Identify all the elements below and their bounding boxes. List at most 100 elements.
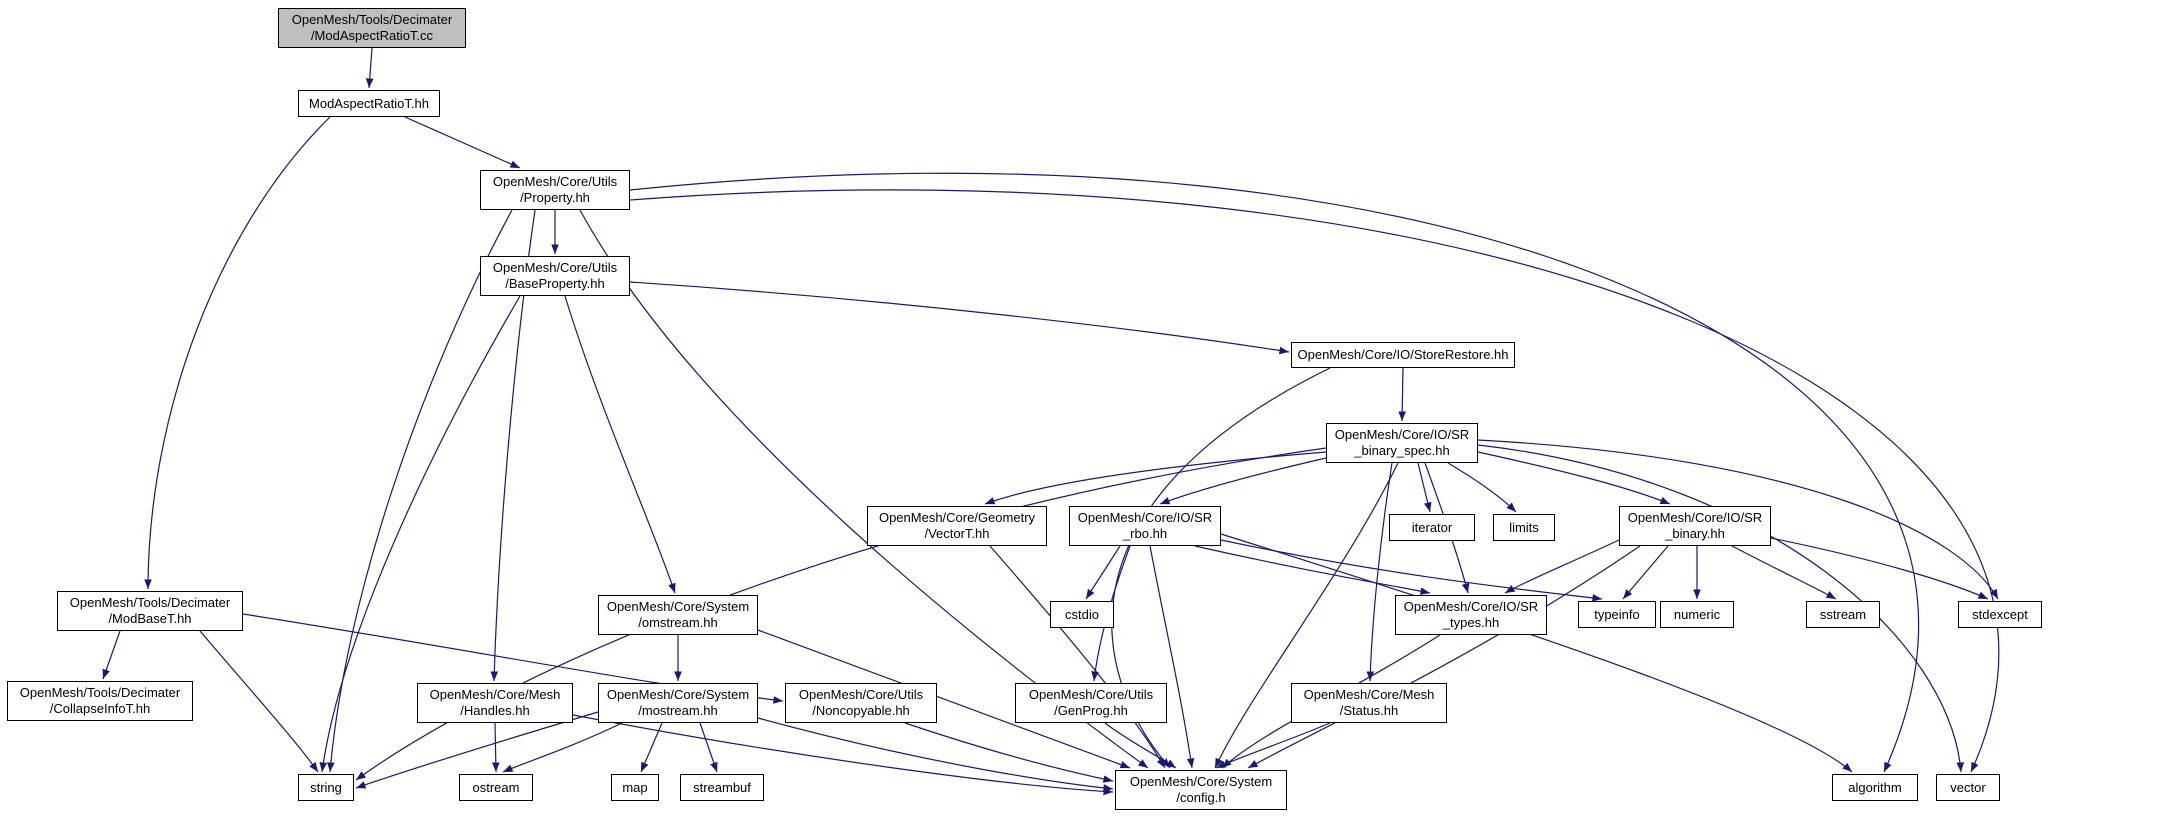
include-edge-spec-to-limits (1447, 462, 1517, 513)
graph-node-label: /omstream.hh (638, 615, 718, 630)
graph-node-label: OpenMesh/Core/IO/SR (1627, 510, 1763, 526)
graph-node-label: /Property.hh (520, 190, 590, 205)
graph-node-algorithm: algorithm (1832, 774, 1918, 801)
include-edge-modbaset-to-collapseinfo (102, 630, 121, 680)
graph-node-rbo[interactable]: OpenMesh/Core/IO/SR_rbo.hh (1069, 506, 1221, 546)
include-edge-mostream-to-ostream (502, 722, 623, 773)
graph-node-label: /Handles.hh (460, 703, 530, 718)
graph-node-vectort[interactable]: OpenMesh/Core/Geometry/VectorT.hh (867, 506, 1047, 546)
graph-node-label: OpenMesh/Tools/Decimater (19, 685, 181, 701)
graph-node-label: numeric (1673, 606, 1721, 622)
graph-node-limits: limits (1493, 514, 1555, 541)
include-edge-binary-to-stdexcept (1770, 537, 1989, 600)
graph-node-omstream[interactable]: OpenMesh/Core/System/omstream.hh (598, 595, 758, 635)
graph-node-label: /ModAspectRatioT.cc (310, 28, 434, 43)
graph-node-typeinfo: typeinfo (1578, 601, 1656, 628)
include-edge-property-to-algorithm (629, 172, 1919, 773)
graph-node-label: OpenMesh/Core/System (1129, 774, 1273, 790)
graph-node-label: stdexcept (1972, 606, 2028, 622)
graph-node-label: map (622, 779, 648, 795)
graph-node-label: /config.h (1176, 790, 1226, 805)
graph-node-label: string (310, 779, 342, 795)
include-edge-rbo-to-algorithm (1220, 533, 1853, 773)
graph-node-types[interactable]: OpenMesh/Core/IO/SR_types.hh (1395, 595, 1547, 635)
graph-node-label: OpenMesh/Core/Geometry (878, 510, 1036, 526)
graph-node-label: vector (1950, 779, 1986, 795)
include-edge-handles-to-ostream (491, 722, 500, 773)
include-edge-spec-to-stdexcept (1477, 439, 1999, 600)
graph-node-label: limits (1509, 519, 1539, 535)
include-edge-hh-to-modbaset (144, 116, 331, 590)
include-edge-baseproperty-to-storerestore (629, 281, 1290, 355)
graph-node-modbaset[interactable]: OpenMesh/Tools/Decimater/ModBaseT.hh (57, 591, 243, 631)
graph-node-label: OpenMesh/Tools/Decimater (69, 595, 231, 611)
graph-node-label: OpenMesh/Tools/Decimater (291, 12, 453, 28)
graph-node-label: /VectorT.hh (924, 526, 990, 541)
include-edge-spec-to-string (355, 447, 1327, 781)
include-edge-spec-to-vector (1477, 444, 1965, 773)
graph-node-label: OpenMesh/Core/IO/SR (1334, 427, 1470, 443)
include-edge-mostream-to-config (757, 717, 1114, 792)
graph-node-property[interactable]: OpenMesh/Core/Utils/Property.hh (480, 170, 630, 210)
include-edge-binary-to-sstream (1731, 545, 1837, 600)
include-edge-noncopyable-to-config (904, 722, 1114, 783)
graph-node-string: string (298, 774, 354, 801)
graph-node-vector: vector (1936, 774, 2000, 801)
graph-node-label: /GenProg.hh (1054, 703, 1128, 718)
include-edge-hh-to-property (404, 116, 521, 169)
graph-node-mostream[interactable]: OpenMesh/Core/System/mostream.hh (598, 683, 758, 723)
graph-node-label: OpenMesh/Core/Mesh (429, 687, 561, 703)
graph-node-label: OpenMesh/Core/Utils (492, 174, 618, 190)
graph-node-label: OpenMesh/Core/Utils (798, 687, 924, 703)
graph-node-sstream: sstream (1806, 601, 1880, 628)
graph-node-label: /Noncopyable.hh (812, 703, 910, 718)
graph-node-handles[interactable]: OpenMesh/Core/Mesh/Handles.hh (417, 683, 573, 723)
graph-node-label: typeinfo (1594, 606, 1640, 622)
graph-node-genprog[interactable]: OpenMesh/Core/Utils/GenProg.hh (1015, 683, 1167, 723)
include-edge-rbo-to-cstdio (1085, 545, 1121, 600)
graph-node-label: _types.hh (1442, 615, 1500, 630)
graph-node-map: map (611, 774, 659, 801)
include-edge-cc-to-hh (365, 47, 374, 89)
graph-node-label: OpenMesh/Core/IO/SR (1077, 510, 1213, 526)
graph-node-label: /Status.hh (1339, 703, 1399, 718)
graph-node-label: sstream (1819, 606, 1867, 622)
include-edge-baseproperty-to-string (319, 295, 521, 773)
graph-node-label: OpenMesh/Core/Mesh (1303, 687, 1435, 703)
graph-node-label: /ModBaseT.hh (108, 611, 192, 626)
graph-node-label: _binary.hh (1665, 526, 1725, 541)
graph-node-ostream: ostream (459, 774, 533, 801)
include-edge-binary-to-typeinfo (1622, 545, 1669, 600)
graph-node-collapseinfo[interactable]: OpenMesh/Tools/Decimater/CollapseInfoT.h… (7, 681, 193, 721)
graph-node-config[interactable]: OpenMesh/Core/System/config.h (1115, 770, 1287, 810)
graph-node-label: /mostream.hh (638, 703, 718, 718)
include-edge-spec-to-rbo (1159, 457, 1327, 505)
graph-node-status[interactable]: OpenMesh/Core/Mesh/Status.hh (1291, 683, 1447, 723)
graph-node-label: OpenMesh/Core/IO/SR (1403, 599, 1539, 615)
graph-node-baseproperty[interactable]: OpenMesh/Core/Utils/BaseProperty.hh (480, 256, 630, 296)
graph-node-label: OpenMesh/Core/Utils (1028, 687, 1154, 703)
graph-node-label: cstdio (1065, 606, 1099, 622)
graph-node-hh[interactable]: ModAspectRatioT.hh (298, 90, 440, 117)
graph-node-label: algorithm (1848, 779, 1902, 795)
include-edge-genprog-to-config (1104, 722, 1177, 769)
graph-node-binary[interactable]: OpenMesh/Core/IO/SR_binary.hh (1619, 506, 1771, 546)
include-edge-spec-to-vectort (984, 451, 1327, 505)
include-edge-storerestore-to-spec (1398, 367, 1407, 422)
include-edge-mostream-to-string (355, 711, 599, 789)
graph-node-label: OpenMesh/Core/IO/StoreRestore.hh (1297, 347, 1509, 363)
graph-node-numeric: numeric (1660, 601, 1734, 628)
graph-node-storerestore[interactable]: OpenMesh/Core/IO/StoreRestore.hh (1291, 342, 1515, 368)
include-edge-property-to-string (327, 209, 513, 773)
include-edge-vectort-to-config (989, 545, 1166, 769)
include-edge-handles-to-config (572, 714, 1114, 796)
graph-node-noncopyable[interactable]: OpenMesh/Core/Utils/Noncopyable.hh (785, 683, 937, 723)
graph-node-cc: OpenMesh/Tools/Decimater/ModAspectRatioT… (278, 8, 466, 48)
include-edge-modbaset-to-string (199, 630, 319, 773)
include-edge-baseproperty-to-omstream (564, 295, 676, 594)
graph-node-spec[interactable]: OpenMesh/Core/IO/SR_binary_spec.hh (1326, 423, 1478, 463)
include-edge-spec-to-status (1366, 462, 1393, 682)
graph-node-label: streambuf (693, 779, 751, 795)
graph-node-label: OpenMesh/Core/System (606, 687, 750, 703)
include-edge-mostream-to-streambuf (699, 722, 718, 773)
